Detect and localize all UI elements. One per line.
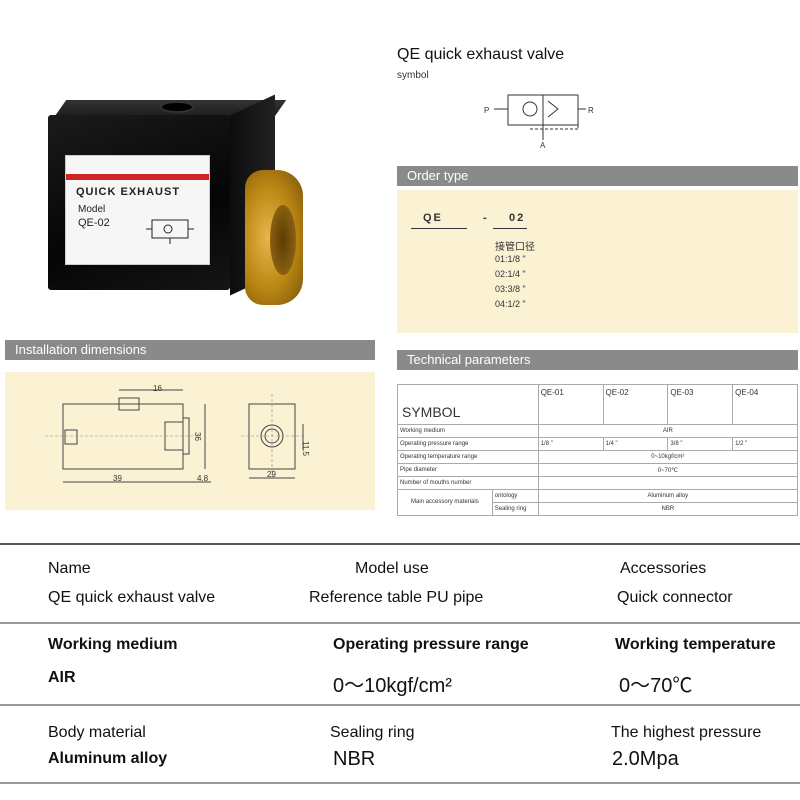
row-label-working-medium: Working medium (397, 424, 539, 438)
row-value-pipe-diameter: 0~70℃ (537, 463, 799, 477)
installation-panel: 16 36 39 4.8 11.5 29 (5, 372, 375, 510)
label-model-value: QE-02 (78, 217, 110, 229)
spec-seal-value: NBR (333, 748, 376, 770)
spec-accessories-label: Accessories (620, 560, 707, 577)
row-value-sealing: NBR (537, 502, 799, 516)
table-model-header: QE-01 (537, 384, 604, 425)
dim-4-8: 4.8 (197, 474, 209, 483)
spec-model-label: Model use (355, 560, 429, 577)
order-type-panel: QE - 02 接管口径 01:1/8 " 02:1/4 " 03:3/8 " … (397, 190, 798, 333)
row-sublabel-ontology: ontology (491, 489, 539, 503)
product-label: QUICK EXHAUST Model QE-02 (65, 155, 210, 265)
spec-temperature-value: 0～70℃ (619, 675, 693, 697)
product-title: QE quick exhaust valve (397, 46, 565, 63)
technical-table: SYMBOL QE-01 QE-02 QE-03 QE-04 Working m… (397, 384, 799, 516)
order-code-underline (411, 228, 467, 229)
dim-36: 36 (192, 432, 202, 441)
order-type-header: Order type (397, 166, 798, 186)
symbol-caption: symbol (397, 70, 429, 81)
label-model-caption: Model (78, 204, 106, 215)
table-model-header: QE-02 (602, 384, 669, 425)
spec-name-value: QE quick exhaust valve (48, 589, 216, 606)
order-caption: 接管口径 (495, 242, 535, 253)
order-code-dash: - (483, 212, 489, 224)
spec-seal-label: Sealing ring (330, 724, 415, 741)
row-label-temperature: Operating temperature range (397, 450, 539, 464)
order-suffix-underline (493, 228, 527, 229)
row-value-temperature: 0~10kgf/cm² (537, 450, 799, 464)
spec-divider (0, 622, 800, 624)
order-code-prefix: QE (423, 212, 443, 224)
row-label-accessory: Main accessory materials (397, 489, 493, 516)
label-red-stripe (66, 174, 209, 180)
valve-symbol-diagram: P R A (484, 94, 594, 150)
spec-max-pressure-label: The highest pressure (611, 724, 762, 741)
spec-body-value: Aluminum alloy (48, 750, 168, 767)
spec-name-label: Name (48, 560, 91, 577)
spec-temperature-label: Working temperature (615, 636, 776, 653)
order-option: 03:3/8 " (495, 284, 526, 294)
row-value-pressure: 1/4 " (602, 437, 669, 451)
product-photo: QUICK EXHAUST Model QE-02 (40, 94, 310, 305)
order-code-suffix: 02 (509, 212, 526, 224)
label-title: QUICK EXHAUST (76, 186, 181, 198)
table-model-header: QE-04 (732, 384, 798, 425)
order-option: 04:1/2 " (495, 299, 526, 309)
row-label-pipe-diameter: Pipe diameter (397, 463, 539, 477)
brass-fitting-thread (270, 205, 296, 275)
label-valve-symbol-icon (146, 219, 194, 244)
dim-39: 39 (113, 474, 122, 483)
installation-header: Installation dimensions (5, 340, 375, 360)
row-label-mouths: Number of mouths number (397, 476, 539, 490)
order-option: 02:1/4 " (495, 269, 526, 279)
dim-11-5: 11.5 (300, 441, 310, 456)
installation-drawing (45, 389, 305, 483)
row-value-pressure: 1/8 " (537, 437, 604, 451)
port-a-label: A (540, 141, 546, 150)
spec-body-label: Body material (48, 724, 146, 741)
row-value-ontology: Aluminum alloy (537, 489, 799, 503)
spec-divider-bottom (0, 782, 800, 784)
row-value-working-medium: AIR (537, 424, 799, 438)
technical-header: Technical parameters (397, 350, 798, 370)
spec-medium-label: Working medium (48, 636, 178, 653)
dim-16: 16 (153, 384, 162, 393)
spec-pressure-value: 0～10kgf/cm² (333, 675, 452, 697)
spec-medium-value: AIR (48, 669, 76, 686)
row-label-pressure: Operating pressure range (397, 437, 539, 451)
row-value-mouths (537, 476, 799, 490)
dim-29: 29 (267, 470, 276, 479)
port-p-label: P (484, 106, 489, 115)
spec-accessories-value: Quick connector (617, 589, 733, 606)
row-sublabel-sealing: Sealing ring (491, 502, 539, 516)
row-value-pressure: 3/8 " (667, 437, 734, 451)
spec-divider-top (0, 543, 800, 545)
spec-divider (0, 704, 800, 706)
table-symbol-label: SYMBOL (397, 384, 539, 425)
spec-pressure-label: Operating pressure range (333, 636, 529, 653)
spec-model-value: Reference table PU pipe (309, 589, 484, 606)
port-r-label: R (588, 106, 594, 115)
row-value-pressure: 1/2 " (732, 437, 798, 451)
order-option: 01:1/8 " (495, 254, 526, 264)
valve-port-hole (160, 101, 194, 113)
table-model-header: QE-03 (667, 384, 734, 425)
spec-max-pressure-value: 2.0Mpa (612, 748, 679, 770)
